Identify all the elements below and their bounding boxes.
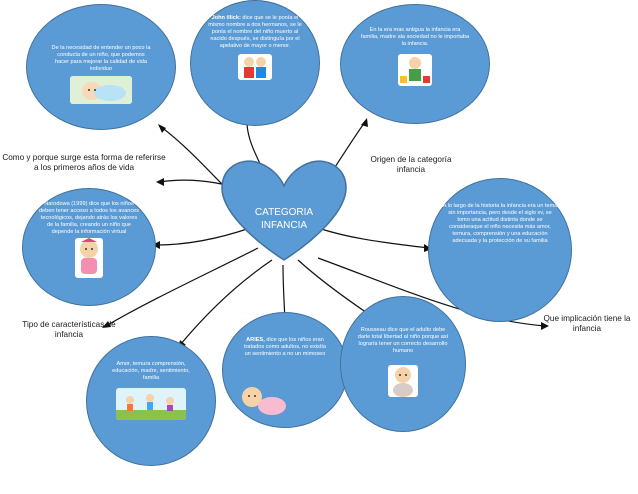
quote-aries: dice que los niños eran tratados como ad…	[243, 337, 327, 357]
text-narodowa: Narodowa (1999) dice que los niños deben…	[38, 201, 140, 235]
arrowhead-necesidad	[158, 124, 166, 133]
baby-sitting-icon	[393, 367, 413, 397]
text-rousseau: Rousseau dice que el adulto debe darle t…	[357, 327, 449, 354]
connector-historia	[317, 227, 429, 249]
text-necesidad: De la necesidad de entender un poco la c…	[51, 45, 151, 72]
baby-sleeping-image	[70, 76, 132, 104]
children-playing-icon	[116, 394, 186, 420]
text-amor: Amor, ternura comprensión, educación, ma…	[112, 361, 190, 381]
child-toys-icon	[400, 57, 430, 83]
baby-sleeping-icon	[70, 76, 132, 104]
baby-sitting-image	[388, 365, 418, 397]
bubble-historia: A lo largo de la historia la infancia er…	[428, 178, 572, 322]
center-title-line1: CATEGORIA	[254, 207, 314, 218]
center-heart	[221, 160, 347, 261]
label-como-y-porque: Como y porque surge esta forma de referi…	[2, 153, 166, 172]
children-icon	[244, 57, 266, 78]
center-title-line2: INFANCIA	[260, 220, 308, 231]
connector-amor	[179, 259, 273, 346]
label-implicacion: Que implicación tiene la infancia	[543, 314, 631, 333]
text-aries: ARIES, dice que los niños eran tratados …	[235, 337, 335, 358]
center-title: CATEGORIA INFANCIA	[234, 206, 334, 232]
bubble-narodowa: Narodowa (1999) dice que los niños deben…	[22, 188, 156, 306]
author-aries: ARIES,	[246, 337, 265, 343]
connector-narodowa	[155, 227, 251, 246]
baby-crawling-icon	[242, 387, 286, 415]
bubble-john-illick: John illick: dice que se le ponía el mis…	[190, 0, 320, 126]
arrowhead-narodowa	[152, 241, 160, 249]
label-origen: Origen de la categoría infancia	[370, 155, 452, 174]
child-toys-image	[398, 54, 432, 86]
arrowhead-implicacion	[541, 322, 549, 330]
arrowhead-tipo	[102, 321, 111, 328]
arrowhead-origen	[361, 118, 368, 127]
baby-pink-image	[75, 238, 103, 278]
baby-pink-icon	[80, 238, 98, 274]
quote-john-illick: dice que se le ponía el mismo nombre a d…	[208, 15, 302, 49]
arrowhead-como	[156, 178, 164, 186]
connector-tipo	[105, 247, 259, 327]
bubble-antigua: En la era mas antigua la infancia era fa…	[340, 4, 490, 124]
bubble-amor: Amor, ternura comprensión, educación, ma…	[86, 336, 216, 466]
text-historia: A lo largo de la historia la infancia er…	[442, 203, 558, 244]
children-playing-image	[116, 388, 186, 420]
baby-crawling-image	[238, 384, 290, 418]
bubble-necesidad: De la necesidad de entender un poco la c…	[26, 4, 176, 130]
connector-rousseau	[297, 259, 371, 316]
text-john-illick: John illick: dice que se le ponía el mis…	[199, 15, 311, 50]
text-antigua: En la era mas antigua la infancia era fa…	[360, 27, 470, 47]
bubble-rousseau: Rousseau dice que el adulto debe darle t…	[340, 296, 466, 432]
connector-implicacion	[317, 257, 546, 327]
author-john-illick: John illick:	[211, 15, 241, 21]
label-tipo: Tipo de características de infancia	[22, 320, 116, 339]
children-image	[238, 54, 272, 80]
